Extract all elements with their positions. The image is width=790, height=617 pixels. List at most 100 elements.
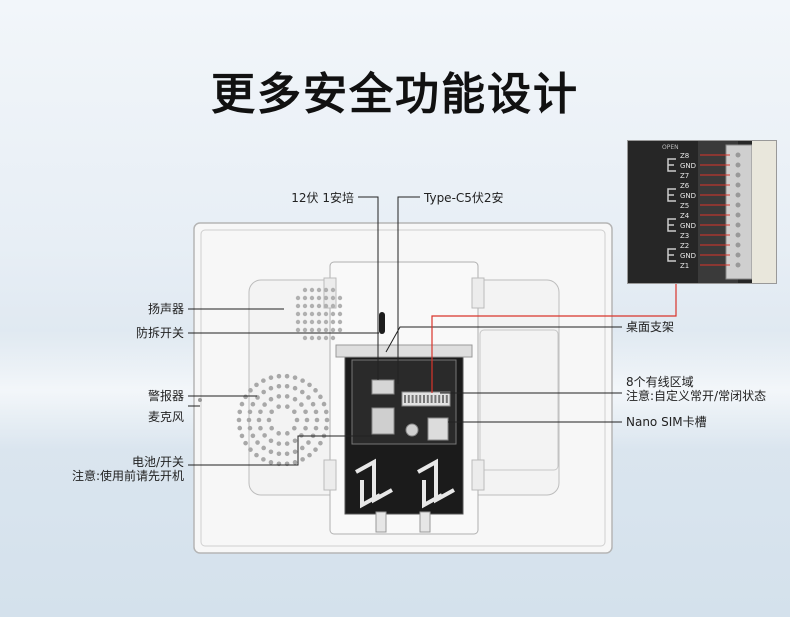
- inset-pin-label: Z8: [680, 152, 689, 160]
- terminal-pin: [411, 395, 414, 403]
- speaker-hole: [309, 335, 315, 341]
- label-battery-note: 注意:使用前请先开机: [71, 469, 184, 483]
- speaker-hole: [330, 303, 336, 309]
- inset-pin-label: GND: [680, 252, 696, 260]
- leader-power: [358, 196, 379, 380]
- alarm-hole: [243, 394, 248, 400]
- terminal-pin: [438, 395, 441, 403]
- alarm-grille: [236, 373, 330, 467]
- inset-pin-screw: [735, 152, 741, 158]
- alarm-hole: [314, 417, 320, 423]
- label-typec: Type-C5伏2安: [424, 191, 504, 205]
- alarm-hole: [243, 440, 248, 446]
- speaker-hole: [295, 295, 301, 301]
- alarm-hole: [255, 440, 260, 445]
- alarm-hole: [250, 401, 256, 407]
- inset-pin-screw: [735, 162, 741, 168]
- inset-pin-label: Z4: [680, 212, 690, 220]
- alarm-hole: [313, 425, 319, 431]
- alarm-hole: [313, 447, 318, 452]
- alarm-hole: [306, 440, 311, 445]
- alarm-hole: [268, 438, 274, 444]
- alarm-hole: [276, 373, 282, 379]
- alarm-hole: [318, 440, 323, 446]
- alarm-hole: [239, 401, 245, 407]
- speaker-hole: [337, 295, 343, 301]
- alarm-hole: [284, 441, 290, 446]
- alarm-hole: [239, 433, 245, 439]
- alarm-hole: [268, 460, 274, 465]
- page-title: 更多安全功能设计: [211, 69, 579, 120]
- speaker-hole: [330, 295, 336, 301]
- terminal-pin: [445, 395, 448, 403]
- leader-stand: [385, 326, 622, 353]
- speaker-hole: [302, 295, 308, 301]
- alarm-hole: [262, 402, 267, 407]
- inset-pin-label: GND: [680, 162, 696, 170]
- alarm-hole: [262, 433, 267, 438]
- speaker-hole: [337, 311, 343, 317]
- alarm-hole: [304, 417, 310, 423]
- zone-link-line: [431, 276, 677, 393]
- alarm-hole: [268, 385, 274, 391]
- inset-pin-screw: [735, 252, 741, 258]
- inset-brackets: [667, 158, 676, 262]
- alarm-hole: [268, 375, 274, 380]
- alarm-hole: [303, 409, 308, 415]
- alarm-hole: [254, 382, 259, 388]
- alarm-hole: [261, 457, 266, 462]
- leader-typec: [397, 196, 420, 384]
- terminal-pin: [423, 395, 425, 403]
- speaker-hole: [337, 303, 343, 309]
- inset-pin-label: GND: [680, 222, 696, 230]
- clip-top-left: [323, 277, 337, 309]
- inset-pin-label: Z3: [680, 232, 689, 240]
- alarm-hole: [300, 457, 305, 462]
- alarm-hole: [246, 417, 252, 423]
- clip-top-right: [471, 277, 485, 309]
- clip-bottom-right: [471, 459, 485, 491]
- alarm-hole: [292, 449, 298, 455]
- alarm-hole: [258, 409, 263, 415]
- alarm-hole: [285, 404, 290, 409]
- speaker-hole: [323, 311, 329, 317]
- alarm-hole: [250, 433, 256, 439]
- alarm-hole: [276, 431, 281, 436]
- speaker-hole: [337, 319, 343, 325]
- alarm-hole: [254, 452, 259, 458]
- alarm-hole: [256, 417, 262, 423]
- label-zones-title: 8个有线区域: [626, 375, 694, 389]
- inset-pin-screw: [735, 242, 741, 248]
- mic-hole: [198, 398, 202, 402]
- speaker-hole: [330, 335, 336, 341]
- alarm-hole: [276, 404, 281, 409]
- speaker-hole: [323, 287, 329, 293]
- alarm-hole: [269, 409, 274, 415]
- speaker-hole: [309, 303, 315, 309]
- alarm-hole: [261, 389, 266, 395]
- speaker-hole: [309, 287, 315, 293]
- speaker-hole: [295, 319, 301, 325]
- usb-port: [371, 379, 395, 395]
- alarm-hole: [300, 445, 305, 451]
- alarm-hole: [292, 438, 298, 444]
- speaker-hole: [323, 295, 329, 301]
- terminal-pin: [442, 395, 444, 403]
- inset-pin-label: Z7: [680, 172, 689, 180]
- alarm-hole: [299, 402, 304, 407]
- inset-pin-screw: [735, 192, 741, 198]
- speaker-grille: [295, 287, 343, 341]
- alarm-hole: [248, 447, 253, 452]
- speaker-hole: [302, 287, 308, 293]
- alarm-hole: [313, 388, 318, 393]
- terminal-pin: [415, 395, 418, 403]
- alarm-hole: [237, 425, 243, 431]
- tamper-switch: [379, 312, 385, 334]
- alarm-hole: [237, 409, 243, 415]
- speaker-hole: [323, 319, 329, 325]
- speaker-hole: [323, 303, 329, 309]
- alarm-hole: [292, 385, 298, 391]
- label-mic: 麦克风: [147, 410, 184, 424]
- speaker-hole: [316, 319, 322, 325]
